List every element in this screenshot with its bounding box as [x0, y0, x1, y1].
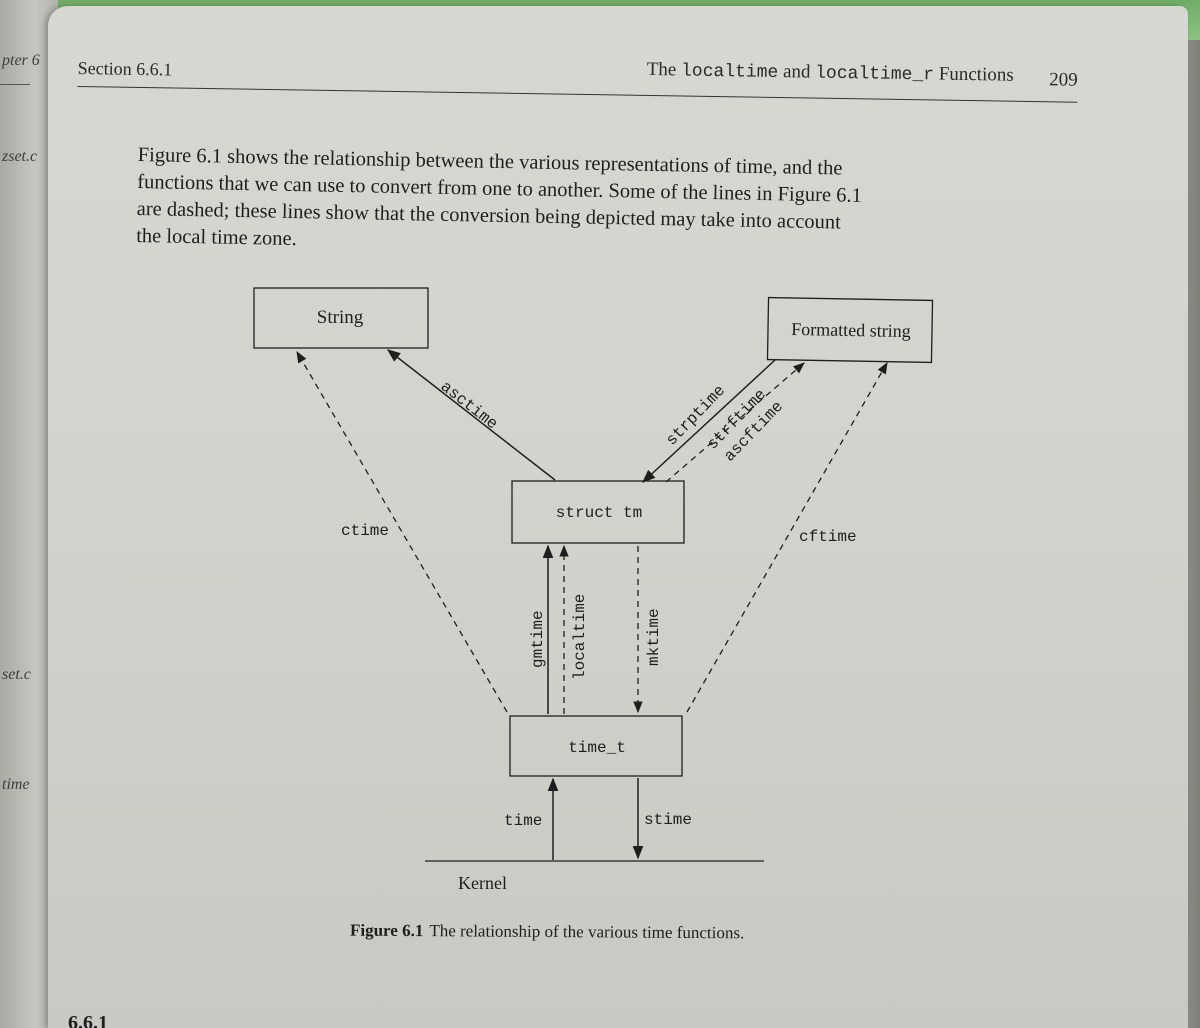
cftime-label: cftime [799, 528, 857, 546]
time-functions-diagram: String Formatted string struct tm time_t… [253, 287, 934, 893]
string-box: String [253, 287, 429, 349]
next-section-heading: 6.6.1 [68, 1012, 108, 1028]
margin-word: pter 6 [2, 52, 40, 69]
asctime-label: asctime [437, 378, 501, 434]
mktime-label: mktime [645, 608, 663, 666]
time-t-box-label: time_t [568, 739, 626, 757]
margin-word: zset.c [2, 148, 38, 165]
cftime-arrow [686, 361, 888, 713]
formatted-string-box: Formatted string [766, 296, 934, 364]
struct-tm-box: struct tm [511, 480, 685, 544]
time-label: time [504, 812, 542, 830]
margin-word: set.c [2, 666, 31, 683]
string-box-label: String [317, 307, 364, 328]
strptime-arrow [642, 359, 776, 483]
localtime-label: localtime [571, 594, 589, 680]
struct-tm-box-label: struct tm [556, 504, 642, 522]
book-page: Section 6.6.1 The localtime and localtim… [48, 6, 1188, 1028]
formatted-string-box-label: Formatted string [791, 319, 911, 341]
ctime-arrow [296, 350, 508, 713]
time-t-box: time_t [509, 715, 683, 777]
asctime-arrow [386, 349, 556, 481]
gmtime-label: gmtime [529, 610, 547, 668]
caption-number: Figure 6.1 [349, 920, 424, 941]
margin-word: time [2, 776, 30, 793]
strftime-arrow [665, 362, 805, 483]
ctime-label: ctime [341, 522, 389, 540]
stime-label: stime [644, 811, 692, 829]
left-page-rule [0, 84, 30, 85]
caption-text: The relationship of the various time fun… [429, 921, 745, 943]
kernel-label: Kernel [458, 873, 507, 893]
